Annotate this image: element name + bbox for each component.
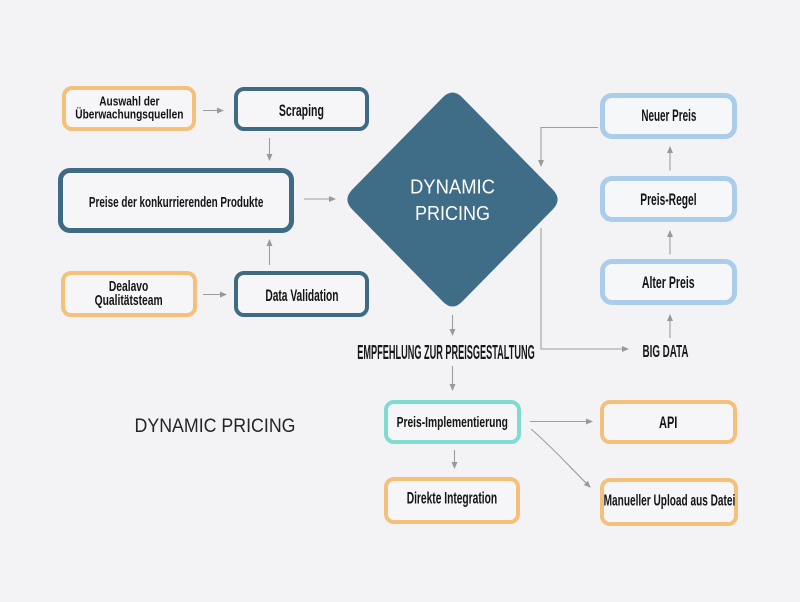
svg-text:EMPFEHLUNG ZUR PREISGESTALTUNG: EMPFEHLUNG ZUR PREISGESTALTUNG xyxy=(357,342,534,364)
svg-text:DYNAMIC: DYNAMIC xyxy=(410,177,495,199)
svg-text:PRICING: PRICING xyxy=(415,203,490,225)
svg-text:BIG DATA: BIG DATA xyxy=(643,341,689,361)
svg-text:DYNAMIC PRICING: DYNAMIC PRICING xyxy=(135,415,296,437)
